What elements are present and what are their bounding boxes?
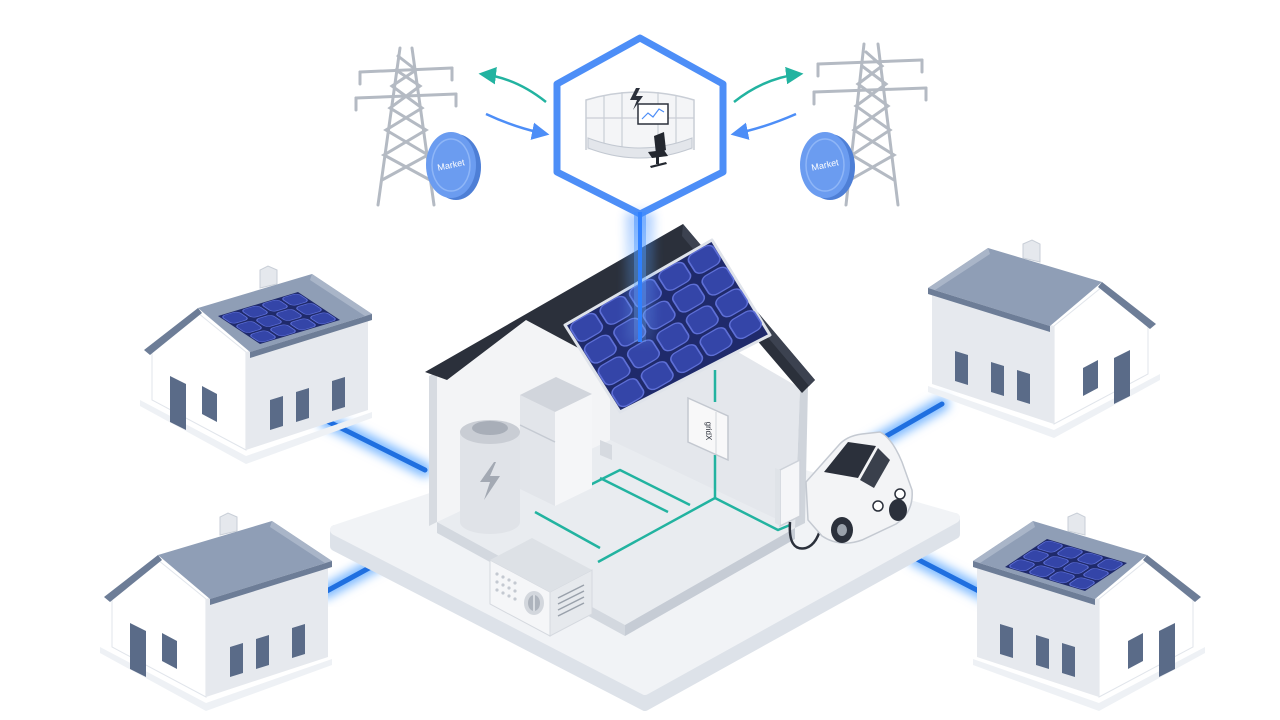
home-storage-cabinet [519,377,592,506]
import-arrow-right [730,112,797,140]
solar-cell [671,283,706,313]
solar-cell [699,327,733,357]
solar-cell [1097,558,1123,571]
solar-cell [1063,562,1089,574]
solar-cell [728,310,763,340]
solar-cell [262,299,288,312]
solar-panel [1005,539,1127,591]
solar-cell [685,305,719,335]
solar-cell [687,244,721,274]
electric-car [805,431,913,544]
solar-cell [715,288,749,318]
control-center-hexagon [553,34,727,218]
solar-cell [1049,571,1075,584]
solar-cell [701,266,735,296]
control-room-icon [585,88,695,168]
control-signal-beam [626,212,654,342]
solar-panel [218,292,340,344]
solar-cell [256,315,282,327]
house-bottom-left [99,512,333,712]
gateway-label: gridX [704,422,713,441]
car-windshield [824,442,876,478]
lightning-icon [480,462,500,500]
car-headlight [894,488,906,500]
solar-cell [1029,565,1055,578]
solar-cell [250,330,276,343]
solar-cell [1069,577,1095,590]
solar-cell [1083,568,1109,580]
ev-charger [775,458,824,550]
solar-cell [1023,550,1049,562]
gridx-gateway-box: gridX [687,396,729,462]
central-house: gridX [425,224,815,637]
solar-cell [282,293,308,306]
export-arrow-left [478,66,547,103]
office-chair-icon [648,132,668,168]
solar-cell [1057,546,1083,559]
car-headlight [872,500,884,512]
solar-cell [656,322,690,352]
house-top-right [927,239,1161,439]
lightning-icon [630,88,643,110]
market-coin-left: Market [426,132,481,200]
solar-cell [236,321,262,333]
solar-cell [1043,556,1069,568]
solar-cell [670,344,704,374]
solar-cell [276,309,302,321]
solar-cell [242,305,268,318]
solar-cell [583,334,617,364]
heat-pump-unit [489,538,593,637]
house-bottom-right [972,512,1206,712]
solar-cell [290,318,316,331]
fan-icon [524,591,544,615]
export-arrow-right [733,66,804,103]
solar-cell [296,303,322,315]
monitor-icon [637,103,669,125]
solar-cell [640,361,674,391]
solar-cell [310,312,336,325]
solar-cell [1037,540,1063,553]
import-arrow-left [485,112,550,140]
solar-cell [611,378,645,408]
solar-cell [658,261,692,291]
solar-cell [626,339,661,369]
solar-cell [1077,552,1103,565]
solar-cell [1009,559,1035,572]
battery-storage-icon [460,420,520,534]
solar-cell [270,324,296,337]
solar-cell [222,311,248,324]
car-wheel [889,499,907,521]
market-coin-right: Market [800,132,855,200]
heat-pump-grille [495,572,517,601]
solar-cell [597,356,631,386]
heat-pump-vents [557,584,585,617]
house-top-left [139,265,373,465]
solar-cell [569,312,604,342]
